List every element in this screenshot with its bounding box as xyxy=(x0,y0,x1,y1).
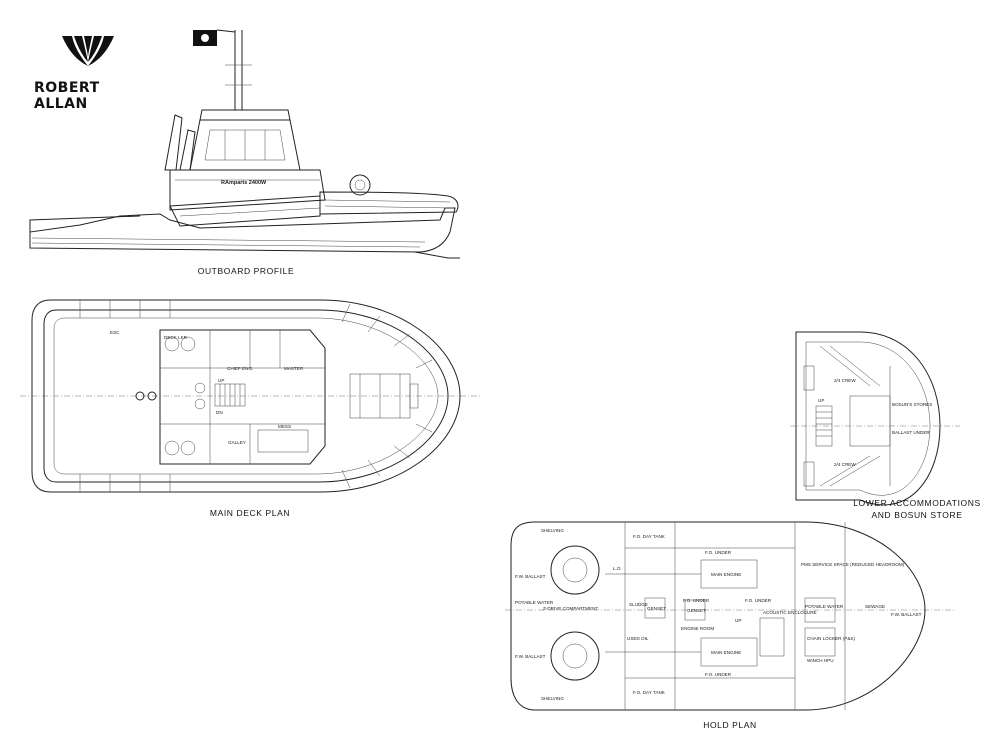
lower-accommodations-drawing: 2/4 CREW 2/4 CREW BOSUN'S STORES BALLAST… xyxy=(790,331,960,506)
lower-accommodations-caption-1: LOWER ACCOMMODATIONS xyxy=(853,498,981,508)
brand-name: ROBERT ALLAN xyxy=(34,80,100,112)
label-fw-ballast-fwd: F.W. BALLAST xyxy=(891,612,922,617)
label-master: MASTER xyxy=(284,366,304,371)
label-genset-1: GENSET xyxy=(647,606,666,611)
label-pms-space: PMS SERVICE SPACE (REDUCED HEADROOM) xyxy=(801,562,905,567)
label-sludge: SLUDGE xyxy=(629,602,648,607)
lower-accommodations-caption-2: AND BOSUN STORE xyxy=(871,510,963,520)
label-esc: ESC xyxy=(110,330,120,335)
label-shelving-bottom: SHELVING xyxy=(541,696,564,701)
label-fo-day-top: F.O. DAY TANK xyxy=(633,534,666,539)
label-up-lower: UP xyxy=(818,398,824,403)
outboard-profile-caption: OUTBOARD PROFILE xyxy=(197,266,295,276)
label-potable-water: POTABLE WATER xyxy=(515,600,554,605)
label-mess: MESS xyxy=(278,424,291,429)
label-fw-ballast-top: F.W. BALLAST xyxy=(515,574,546,579)
label-main-engine-bottom: MAIN ENGINE xyxy=(711,650,741,655)
hold-plan-drawing: SHELVING SHELVING F.W. BALLAST F.W. BALL… xyxy=(505,521,955,711)
label-fo-under-2: F.O. UNDER xyxy=(683,598,710,603)
outboard-profile-drawing: RAmparts 2400W xyxy=(29,29,460,259)
label-deck-lkr: DECK LKR xyxy=(164,335,188,340)
label-fo-day-bottom: F.O. DAY TANK xyxy=(633,690,666,695)
label-zdrive: Z-DRIVE COMPARTMENT xyxy=(543,606,598,611)
label-fw-ballast-bottom: F.W. BALLAST xyxy=(515,654,546,659)
label-fo-under-1: F.O. UNDER xyxy=(705,550,732,555)
label-up-hold: UP xyxy=(735,618,741,623)
main-deck-plan-caption: MAIN DECK PLAN xyxy=(209,508,291,518)
label-chief-eng: CHIEF ENG. xyxy=(227,366,253,371)
label-sewage: SEWAGE xyxy=(865,604,885,609)
label-winch-hpu: WINCH HPU xyxy=(807,658,834,663)
label-shelving-top: SHELVING xyxy=(541,528,564,533)
label-engine-room: ENGINE ROOM xyxy=(681,626,714,631)
label-potable-water-fwd: POTABLE WATER xyxy=(805,604,844,609)
label-chain-locker: CHAIN LOCKER (P&S) xyxy=(807,636,855,641)
label-main-engine-top: MAIN ENGINE xyxy=(711,572,741,577)
main-deck-plan-drawing: ESC DECK LKR CHIEF ENG. MASTER MESS GALL… xyxy=(20,299,480,493)
label-fo-under-4: F.O. UNDER xyxy=(705,672,732,677)
label-genset-2: GENSET xyxy=(687,608,706,613)
label-bosun-store: BOSUN'S STORES xyxy=(892,402,932,407)
label-lo: L.O. xyxy=(613,566,622,571)
label-fo-under-3: F.O. UNDER xyxy=(745,598,772,603)
hold-plan-caption: HOLD PLAN xyxy=(703,720,757,730)
vessel-name: RAmparts 2400W xyxy=(221,180,267,186)
label-ballast-under: BALLAST UNDER xyxy=(892,430,930,435)
label-dn: DN xyxy=(216,410,223,415)
label-up: UP xyxy=(218,378,224,383)
robert-allan-logo-icon xyxy=(62,36,114,66)
brand-block: ROBERT ALLAN xyxy=(28,30,138,112)
label-galley: GALLEY xyxy=(228,440,246,445)
label-acoustic: ACOUSTIC ENCLOSURE xyxy=(763,610,817,615)
label-crew-top: 2/4 CREW xyxy=(834,378,856,383)
label-crew-bottom: 2/4 CREW xyxy=(834,462,856,467)
label-used-oil: USED OIL xyxy=(627,636,649,641)
